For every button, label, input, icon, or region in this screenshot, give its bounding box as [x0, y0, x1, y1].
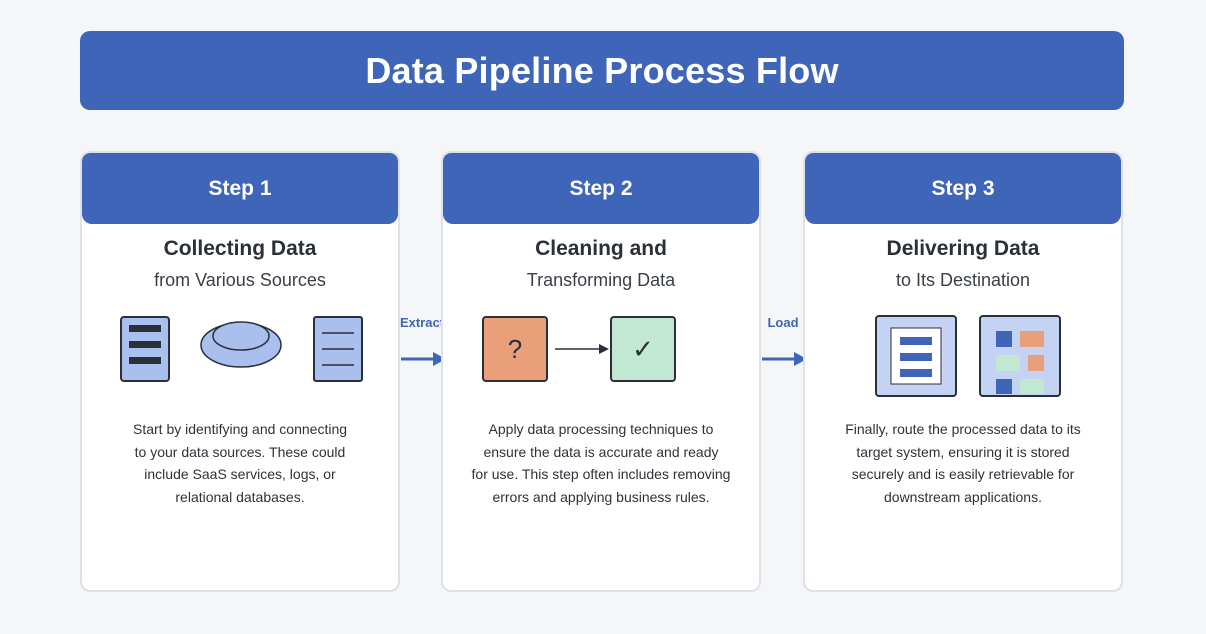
step-1-description-line: include SaaS services, logs, or: [144, 466, 336, 482]
server-icon: [120, 316, 170, 382]
step-3-description-line: securely and is easily retrievable for: [851, 466, 1075, 482]
step-card-2: Step 2 Cleaning and Transforming Data ? …: [441, 151, 761, 592]
step-1-description-line: Start by identifying and connecting: [132, 421, 348, 437]
step-1-subtitle: from Various Sources: [154, 270, 326, 290]
step-2-subtitle: Transforming Data: [526, 270, 676, 290]
step-3-description-line: Finally, route the processed data to its: [845, 421, 1081, 437]
load-label: Load: [767, 315, 799, 330]
step-3-description-line: downstream applications.: [884, 488, 1042, 505]
arrow-right-icon: [762, 352, 807, 366]
question-glyph: ?: [508, 334, 522, 364]
check-box-icon: ✓: [610, 316, 676, 382]
step-2-description-line: Apply data processing techniques to: [488, 421, 714, 437]
document-icon: [313, 316, 363, 382]
arrow-right-icon: [401, 352, 446, 366]
step-2-description: Apply data processing techniques to ensu…: [443, 418, 759, 508]
step-3-icons: [805, 291, 1121, 421]
page-title: Data Pipeline Process Flow: [365, 49, 839, 91]
arrow-right-icon: [555, 344, 609, 354]
step-1-icons: [82, 291, 398, 421]
step-1-title: Collecting Data: [163, 237, 317, 260]
step-2-header: Step 2: [443, 153, 759, 224]
database-icon: [200, 321, 282, 368]
step-3-header: Step 3: [805, 153, 1121, 224]
step-1-header: Step 1: [82, 153, 398, 224]
step-3-subtitle: to Its Destination: [895, 270, 1031, 290]
step-2-description-line: for use. This step often includes removi…: [471, 466, 731, 482]
extract-label: Extract: [399, 315, 445, 330]
extract-connector: Extract: [392, 315, 452, 375]
step-2-description-line: errors and applying business rules.: [492, 488, 710, 505]
step-3-description: Finally, route the processed data to its…: [805, 418, 1121, 508]
step-card-1: Step 1 Collecting Data from Various Sour…: [80, 151, 400, 592]
step-3-title: Delivering Data: [886, 237, 1040, 260]
step-1-description: Start by identifying and connecting to y…: [82, 418, 398, 508]
step-2-title: Cleaning and: [535, 237, 667, 260]
page-header: Data Pipeline Process Flow: [80, 31, 1124, 110]
step-card-3: Step 3 Delivering Data to Its Destinatio…: [803, 151, 1123, 592]
grid-panel-icon: [979, 315, 1061, 397]
question-box-icon: ?: [482, 316, 548, 382]
step-1-description-line: to your data sources. These could: [134, 443, 346, 460]
check-glyph: ✓: [632, 335, 654, 365]
step-1-description-line: relational databases.: [175, 488, 305, 505]
load-connector: Load: [753, 315, 813, 375]
step-2-description-line: ensure the data is accurate and ready: [483, 443, 719, 460]
step-2-icons: ? ✓: [443, 291, 759, 421]
list-panel-icon: [875, 315, 957, 397]
step-3-description-line: target system, ensuring it is stored: [856, 443, 1070, 460]
